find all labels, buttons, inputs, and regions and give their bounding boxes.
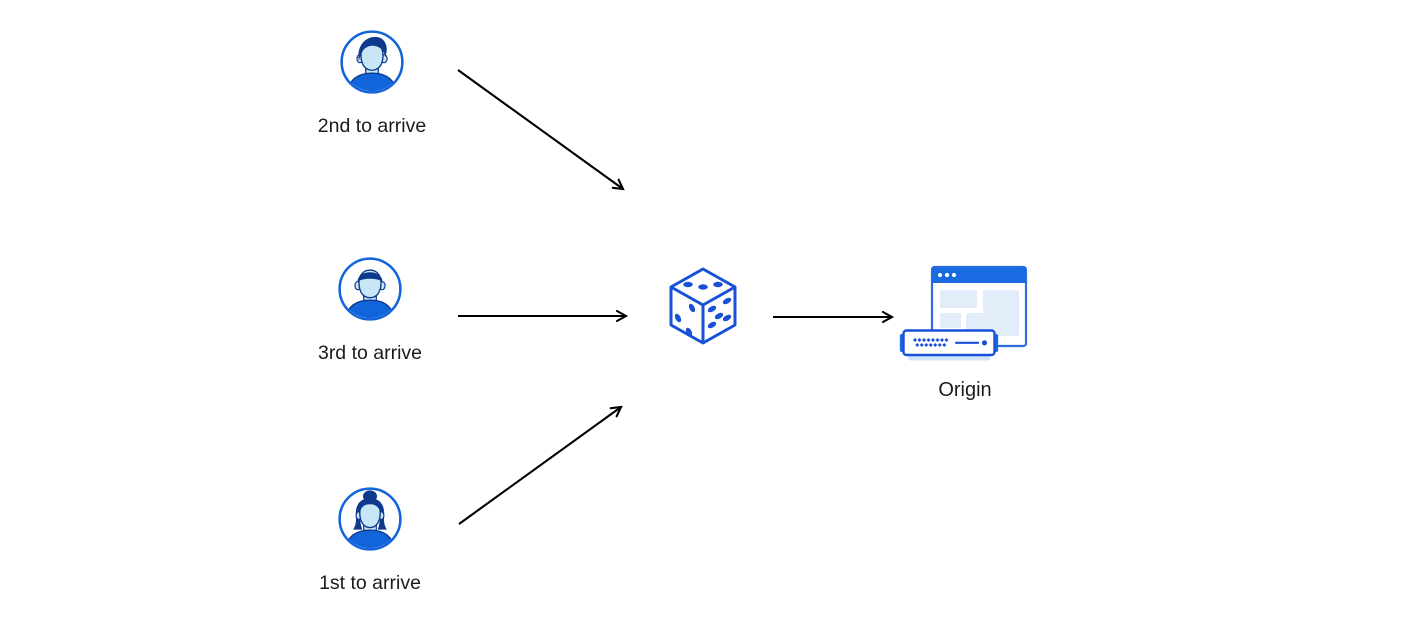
female-user-avatar-icon (338, 487, 402, 551)
user-node-second: 2nd to arrive (297, 29, 447, 137)
user-third-label: 3rd to arrive (317, 342, 423, 364)
dice-icon (669, 267, 737, 345)
arrow-user-first-to-dice (458, 405, 623, 525)
user-node-first: 1st to arrive (295, 486, 445, 594)
male-user-avatar-icon (340, 30, 404, 94)
male-user-avatar-icon (338, 257, 402, 321)
browser-window-icon (930, 265, 1028, 348)
origin-node: Origin (899, 262, 1031, 401)
server-appliance-icon (899, 329, 999, 361)
user-second-label: 2nd to arrive (317, 115, 427, 137)
arrow-user-second-to-dice (457, 69, 625, 191)
user-first-label: 1st to arrive (319, 572, 421, 594)
origin-server-icon (899, 265, 1028, 361)
user-node-third: 3rd to arrive (295, 256, 445, 364)
origin-label: Origin (938, 379, 992, 401)
dice-node (666, 265, 740, 349)
